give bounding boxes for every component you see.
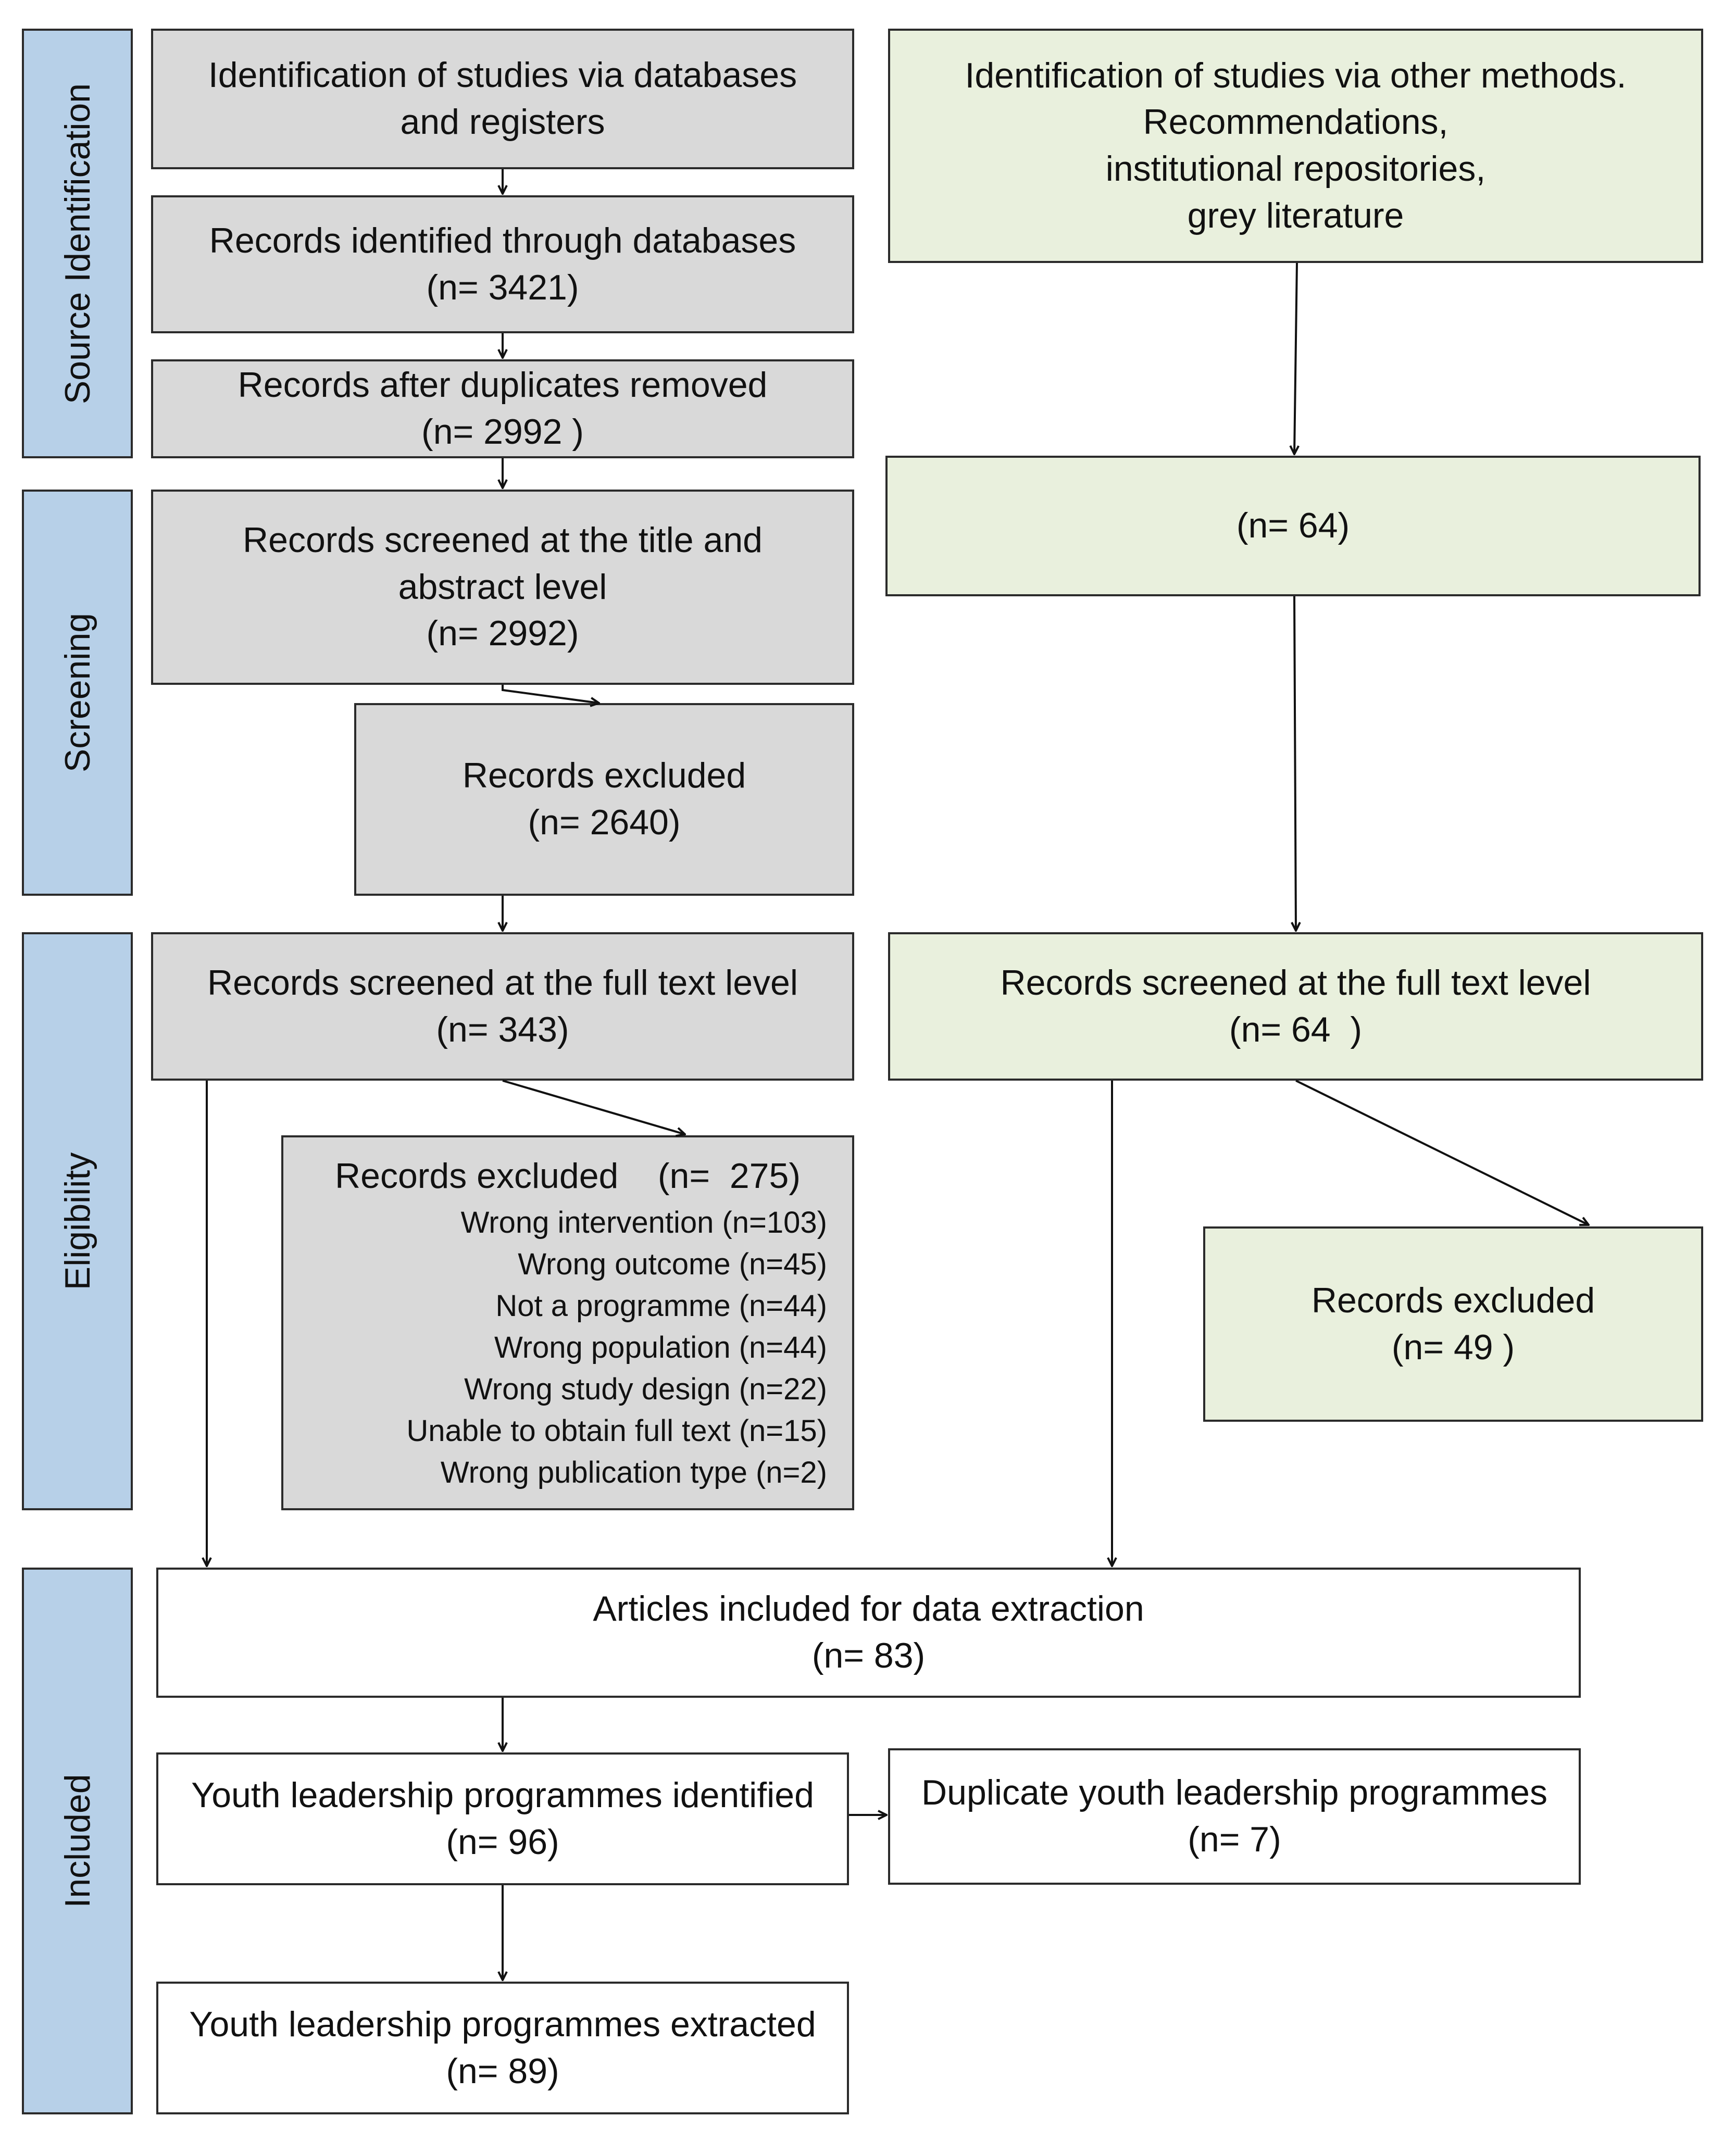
programmes-identified-box: Youth leadership programmes identified (… [156,1752,849,1885]
box-line: Recommendations, [1143,102,1448,142]
other-methods-count-box: (n= 64) [885,456,1701,596]
articles-included-box: Articles included for data extraction (n… [156,1568,1581,1698]
box-line: (n= 3421) [426,267,579,307]
databases-identification-box: Identification of studies via databases … [151,29,854,169]
programmes-extracted-box: Youth leadership programmes extracted (n… [156,1982,849,2114]
box-line: (n= 2992) [426,613,579,654]
box-line: (n= 7) [1188,1820,1281,1859]
exclusion-reason: Unable to obtain full text (n=15) [406,1413,827,1448]
other-methods-identification-box: Identification of studies via other meth… [888,29,1703,263]
box-line: Records excluded [1311,1280,1595,1320]
box-line: Youth leadership programmes identified [191,1775,814,1815]
arrow-full-text-to-excluded [502,1080,685,1134]
duplicate-programmes-box: Duplicate youth leadership programmes (n… [888,1748,1581,1885]
stage-included: Included [22,1568,133,2114]
records-excluded-screening-box: Records excluded (n= 2640) [354,703,854,896]
box-line: (n= 89) [446,2051,559,2091]
box-line: institutional repositories, [1105,149,1486,189]
stage-eligibility: Eligibility [22,932,133,1510]
records-excluded-full-text-box: Records excluded (n= 275) Wrong interven… [281,1135,854,1510]
exclusion-reasons-list: Wrong intervention (n=103) Wrong outcome… [406,1202,827,1494]
box-line: grey literature [1187,195,1404,235]
other-records-excluded-box: Records excluded (n= 49 ) [1203,1226,1703,1422]
box-line: Records identified through databases [209,220,796,260]
box-line: (n= 64) [1236,506,1350,546]
box-line: (n= 64 ) [1229,1009,1363,1049]
box-line: Records screened at the full text level [1000,962,1591,1003]
other-screened-full-text-box: Records screened at the full text level … [888,932,1703,1081]
records-screened-title-abstract-box: Records screened at the title and abstra… [151,490,854,685]
exclusion-reason: Wrong population (n=44) [494,1330,827,1364]
stage-source-identification: Source Identification [22,29,133,458]
box-line: (n= 343) [436,1009,569,1049]
arrow-screened-to-excluded [502,685,599,703]
exclusion-reason: Wrong study design (n=22) [464,1372,827,1406]
box-line: and registers [400,102,605,142]
exclusion-reason: Wrong publication type (n=2) [440,1455,827,1489]
records-identified-box: Records identified through databases (n=… [151,195,854,333]
box-line: Records screened at the full text level [207,962,798,1003]
records-deduplicated-box: Records after duplicates removed (n= 299… [151,359,854,458]
box-line: (n= 96) [446,1822,559,1862]
arrow-other-identification-to-count [1294,262,1297,454]
box-line: Records screened at the title and [243,520,763,560]
box-line: Duplicate youth leadership programmes [921,1773,1547,1813]
box-line: Youth leadership programmes extracted [189,2004,816,2044]
box-line: (n= 49 ) [1391,1327,1515,1367]
box-line: Records excluded [462,756,746,796]
exclusion-reason: Wrong intervention (n=103) [460,1205,827,1239]
arrow-count-to-other-full-text [1294,596,1296,931]
box-line: (n= 83) [811,1636,926,1675]
arrow-other-full-text-to-excluded [1295,1080,1589,1225]
box-line: Articles included for data extraction [593,1589,1144,1629]
exclusion-reason: Wrong outcome (n=45) [518,1247,827,1281]
records-screened-full-text-box: Records screened at the full text level … [151,932,854,1081]
stage-screening: Screening [22,490,133,896]
exclusion-reason: Not a programme (n=44) [495,1288,827,1323]
box-line: Identification of studies via databases [208,55,797,95]
excluded-header: Records excluded (n= 275) [335,1156,801,1196]
box-line: Identification of studies via other meth… [965,55,1627,95]
box-line: Records after duplicates removed [238,365,768,405]
box-line: (n= 2992 ) [421,412,584,452]
box-line: abstract level [398,567,607,607]
box-line: (n= 2640) [528,803,681,842]
